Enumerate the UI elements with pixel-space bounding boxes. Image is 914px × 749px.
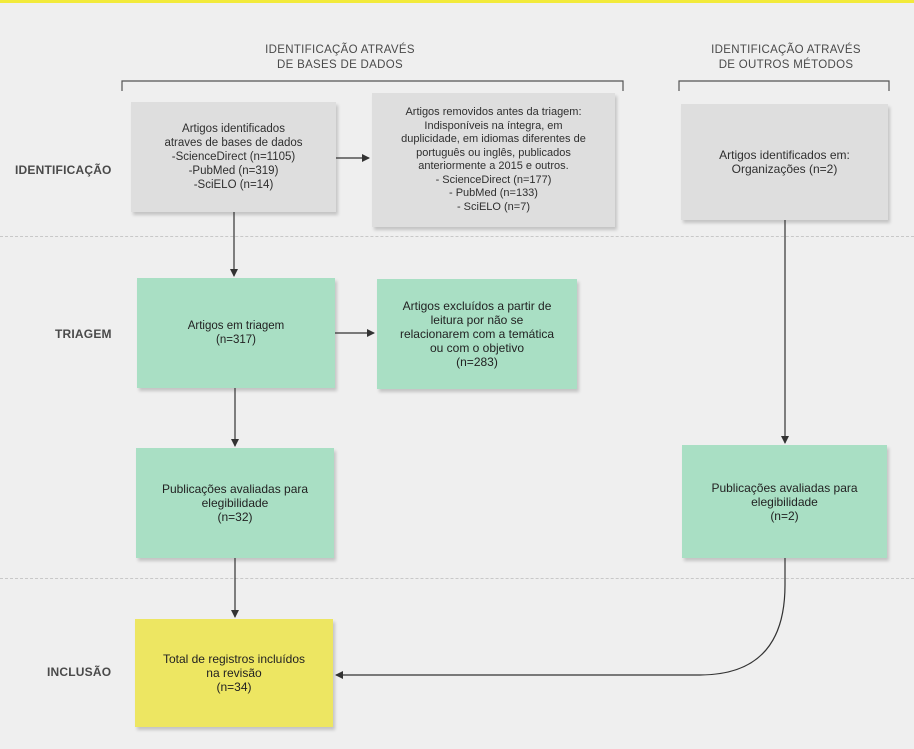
header-databases: IDENTIFICAÇÃO ATRAVÉS DE BASES DE DADOS — [210, 43, 470, 73]
box-in-screening-text: Artigos em triagem (n=317) — [187, 320, 285, 346]
box-eligibility-other: Publicações avaliadas para elegibilidade… — [682, 445, 887, 558]
box-eligibility-other-text: Publicações avaliadas para elegibilidade… — [711, 480, 858, 523]
top-accent-strip — [0, 0, 914, 3]
box-removed-before-screening-text: Artigos removidos antes da triagem: Indi… — [401, 106, 586, 213]
header-other-methods: IDENTIFICAÇÃO ATRAVÉS DE OUTROS MÉTODOS — [680, 43, 892, 73]
bracket-databases — [121, 80, 624, 91]
box-in-screening: Artigos em triagem (n=317) — [137, 278, 335, 388]
box-eligibility-databases: Publicações avaliadas para elegibilidade… — [136, 448, 334, 558]
separator-screening-inclusion — [0, 578, 914, 579]
bracket-other-methods — [678, 80, 890, 91]
header-other-methods-text: IDENTIFICAÇÃO ATRAVÉS DE OUTROS MÉTODOS — [711, 44, 861, 71]
separator-identification-screening — [0, 236, 914, 237]
box-identified-other-text: Artigos identificados em: Organizações (… — [719, 148, 850, 176]
box-eligibility-databases-text: Publicações avaliadas para elegibilidade… — [161, 482, 309, 524]
box-total-included: Total de registros incluídos na revisão … — [135, 619, 333, 727]
box-identified-databases-text: Artigos identificados atraves de bases d… — [164, 123, 303, 191]
row-label-inclusion: INCLUSÃO — [47, 665, 112, 679]
box-excluded-text: Artigos excluídos a partir de leitura po… — [399, 299, 555, 369]
box-total-included-text: Total de registros incluídos na revisão … — [162, 652, 306, 694]
header-databases-text: IDENTIFICAÇÃO ATRAVÉS DE BASES DE DADOS — [265, 44, 415, 71]
arrow-other-eligibility-to-total — [335, 558, 786, 679]
row-label-identification: IDENTIFICAÇÃO — [15, 163, 112, 177]
box-excluded: Artigos excluídos a partir de leitura po… — [377, 279, 577, 389]
box-identified-databases: Artigos identificados atraves de bases d… — [131, 102, 336, 212]
row-label-screening: TRIAGEM — [55, 327, 112, 341]
box-removed-before-screening: Artigos removidos antes da triagem: Indi… — [372, 93, 615, 227]
box-identified-other: Artigos identificados em: Organizações (… — [681, 104, 888, 220]
